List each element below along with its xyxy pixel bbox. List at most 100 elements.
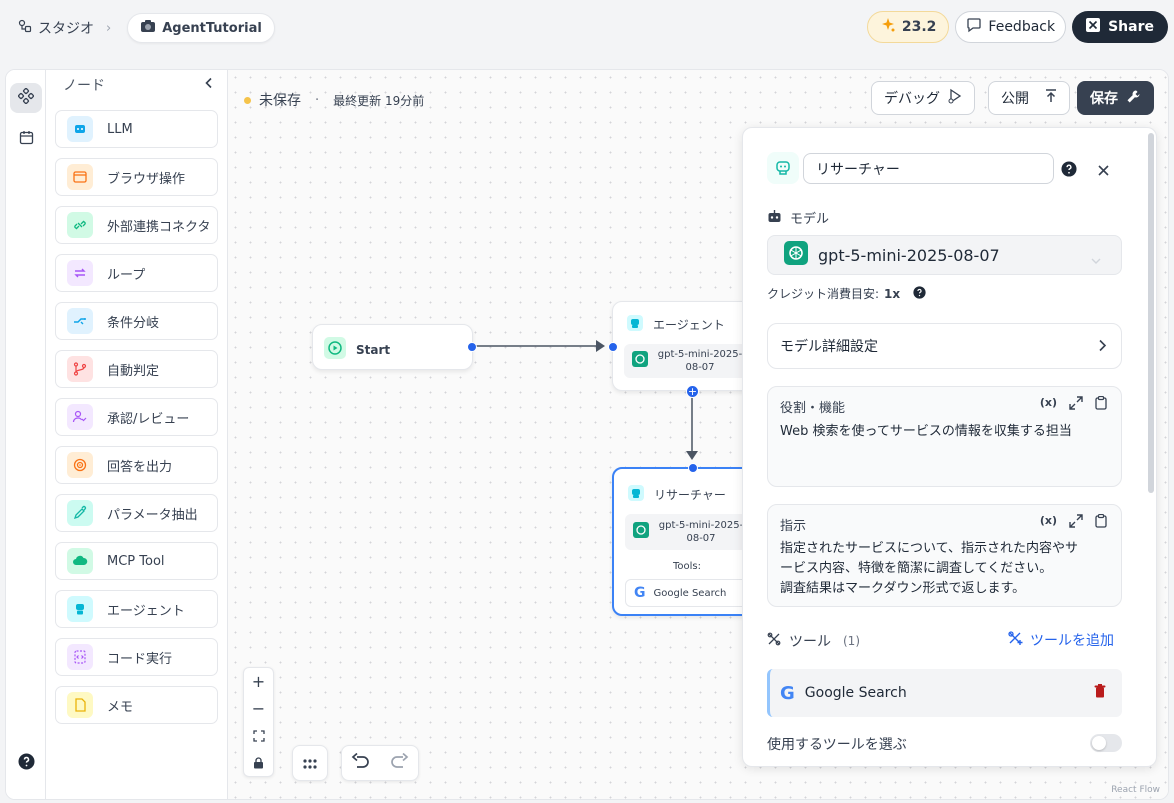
node-item-label: ループ [107, 267, 146, 283]
node-item-label: ブラウザ操作 [107, 171, 186, 187]
node-item[interactable]: MCP Tool [55, 542, 218, 580]
zoom-in-icon[interactable]: + [251, 672, 266, 691]
choose-tools-toggle[interactable] [1090, 734, 1122, 752]
node-item-label: パラメータ抽出 [107, 507, 198, 523]
target-icon [67, 452, 93, 478]
model-settings-row[interactable]: モデル詳細設定 [767, 323, 1122, 369]
add-node-plus-icon[interactable]: + [686, 385, 699, 398]
agent-node-model-text: gpt-5-mini-2025-08-07 [657, 349, 743, 373]
toggle-knob [1092, 736, 1106, 750]
nodes-icon [17, 87, 35, 108]
credits-badge[interactable]: 23.2 [866, 11, 950, 43]
play-bug-icon [948, 88, 962, 108]
start-output-handle[interactable] [467, 342, 477, 352]
instruction-line: 調査結果はマークダウン形式で返します。 [780, 581, 1026, 596]
start-node[interactable]: Start [312, 324, 477, 370]
upload-icon [1045, 89, 1057, 107]
save-status: 未保存 · 最終更新 19分前 [244, 90, 424, 110]
node-item[interactable]: コード実行 [55, 638, 218, 676]
nodes-panel-header: ノード [46, 70, 227, 100]
sparkle-icon [880, 17, 896, 37]
credit-help-icon[interactable] [913, 285, 926, 302]
help-button[interactable] [10, 748, 42, 778]
node-item[interactable]: 自動判定 [55, 350, 218, 388]
credit-hint-label: クレジット消費目安: [767, 287, 880, 301]
agent-node-model: gpt-5-mini-2025-08-07 [624, 344, 752, 378]
help-icon [18, 753, 35, 774]
researcher-node-model: gpt-5-mini-2025-08-07 [625, 514, 753, 550]
zoom-out-icon[interactable]: − [251, 699, 266, 718]
role-field-tools: (x) [1039, 395, 1107, 413]
node-name-input[interactable] [803, 153, 1054, 184]
node-item[interactable]: メモ [55, 686, 218, 724]
researcher-input-handle[interactable] [688, 463, 698, 473]
instruction-expand-icon[interactable] [1069, 514, 1083, 531]
researcher-node[interactable]: リサーチャー gpt-5-mini-2025-08-07 Tools: G Go… [612, 463, 762, 616]
flow-canvas[interactable]: 未保存 · 最終更新 19分前 デバッグ 公開 保存 [228, 70, 1168, 799]
clipboard-icon[interactable] [1095, 395, 1107, 413]
add-tool-button[interactable]: ツールを追加 [1008, 630, 1114, 650]
save-label: 保存 [1090, 91, 1118, 107]
breadcrumb-studio[interactable]: スタジオ [38, 21, 94, 37]
debug-button[interactable]: デバッグ [871, 81, 975, 115]
user-check-icon [67, 404, 93, 430]
editor-frame: ノード LLM ブラウザ操作外部連携コネクタループ条件分岐自動判定承認/レビュー回… [5, 69, 1169, 800]
redo-icon[interactable] [391, 752, 409, 773]
panel-scrollbar[interactable] [1148, 133, 1154, 493]
model-openai-icon [784, 241, 808, 269]
breadcrumb-project[interactable]: AgentTutorial [127, 13, 275, 43]
tool-item[interactable]: G Google Search [767, 669, 1122, 717]
grid-dots-icon [303, 754, 317, 773]
lock-icon[interactable] [244, 749, 273, 776]
node-item[interactable]: ブラウザ操作 [55, 158, 218, 196]
node-item[interactable]: 外部連携コネクタ [55, 206, 218, 244]
panel-help-icon[interactable] [1061, 161, 1077, 181]
breadcrumb: スタジオ › AgentTutorial [18, 13, 275, 43]
agent-input-handle[interactable] [608, 342, 618, 352]
play-icon [324, 337, 346, 362]
x-logo-icon [1086, 18, 1101, 36]
model-settings-label: モデル詳細設定 [780, 339, 878, 355]
last-update-label: 最終更新 19分前 [333, 93, 425, 108]
expand-icon[interactable] [1069, 396, 1083, 413]
rail-calendar-button[interactable] [10, 124, 42, 154]
feedback-icon [966, 17, 982, 37]
node-item[interactable]: 条件分岐 [55, 302, 218, 340]
variable-icon[interactable]: (x) [1039, 396, 1057, 409]
share-button[interactable]: Share [1072, 11, 1168, 43]
undo-icon[interactable] [351, 752, 369, 773]
agent-node-title: エージェント [653, 318, 725, 332]
fit-view-icon[interactable] [244, 722, 273, 749]
researcher-agent-icon [628, 485, 644, 504]
trash-icon[interactable] [1094, 684, 1106, 702]
node-item[interactable]: エージェント [55, 590, 218, 628]
cloud-icon [67, 548, 93, 574]
instruction-variable-icon[interactable]: (x) [1039, 514, 1057, 527]
node-item[interactable]: ループ [55, 254, 218, 292]
node-item-label: 条件分岐 [107, 315, 160, 331]
instruction-field[interactable]: 指示 (x) 指定されたサービスについて、指示された内容やサ ービス内容、特徴を… [767, 504, 1122, 607]
grid-menu-button[interactable] [292, 745, 328, 781]
role-field[interactable]: 役割・機能 (x) Web 検索を使ってサービスの情報を収集する担当 [767, 386, 1122, 487]
node-item[interactable]: パラメータ抽出 [55, 494, 218, 532]
tools-label: ツール [789, 634, 831, 650]
node-item-label: 承認/レビュー [107, 411, 190, 427]
node-item[interactable]: 承認/レビュー [55, 398, 218, 436]
node-item-label: コード実行 [107, 651, 173, 667]
save-button[interactable]: 保存 [1077, 81, 1154, 115]
robot-icon [67, 116, 93, 142]
model-select-value: gpt-5-mini-2025-08-07 [818, 245, 1000, 265]
feedback-button[interactable]: Feedback [955, 11, 1067, 43]
debug-label: デバッグ [884, 91, 940, 107]
panel-close-icon[interactable] [1097, 162, 1110, 181]
node-item[interactable]: 回答を出力 [55, 446, 218, 484]
agent-node[interactable]: エージェント gpt-5-mini-2025-08-07 + [608, 301, 762, 398]
node-item[interactable]: LLM [55, 110, 218, 148]
top-bar: スタジオ › AgentTutorial 23.2 Feedback Shar [0, 0, 1174, 56]
collapse-panel-icon[interactable] [203, 77, 215, 93]
model-select[interactable]: gpt-5-mini-2025-08-07 [767, 235, 1122, 275]
publish-button[interactable]: 公開 [988, 81, 1070, 115]
breadcrumb-separator: › [106, 20, 112, 36]
instruction-clipboard-icon[interactable] [1095, 513, 1107, 531]
rail-nodes-button[interactable] [10, 83, 42, 113]
